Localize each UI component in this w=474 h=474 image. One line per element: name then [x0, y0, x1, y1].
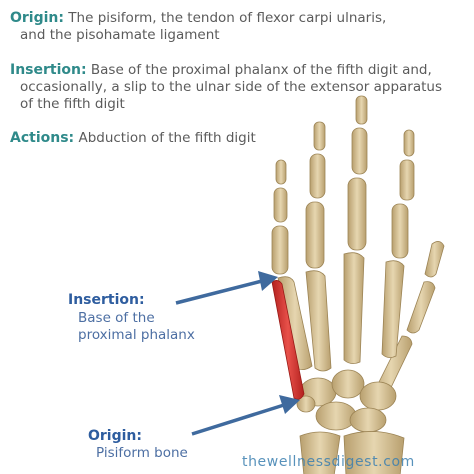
forearm-bones [299, 431, 405, 474]
origin-callout-label: Origin: [88, 428, 142, 444]
insertion-callout-line-2: proximal phalanx [78, 327, 195, 343]
carpal-bones [296, 369, 397, 433]
insertion-text-3: of the fifth digit [20, 96, 125, 112]
insertion-text-1: Base of the proximal phalanx of the fift… [90, 62, 432, 78]
insertion-text-2: occasionally, a slip to the ulnar side o… [20, 79, 442, 95]
actions-line: Actions: Abduction of the fifth digit [10, 130, 256, 147]
insertion-arrow [175, 271, 278, 305]
insertion-line: Insertion: Base of the proximal phalanx … [10, 62, 432, 79]
origin-callout-line-1: Pisiform bone [96, 445, 188, 461]
finger-bones [271, 95, 415, 372]
abductor-digiti-minimi-muscle [271, 280, 305, 400]
origin-text-1: The pisiform, the tendon of flexor carpi… [68, 10, 387, 26]
actions-text: Abduction of the fifth digit [78, 130, 256, 146]
origin-line: Origin: The pisiform, the tendon of flex… [10, 10, 386, 27]
origin-label: Origin: [10, 10, 64, 26]
pisiform-bone [296, 395, 316, 413]
insertion-label: Insertion: [10, 62, 87, 78]
origin-text-2: and the pisohamate ligament [20, 27, 220, 43]
insertion-callout-line-1: Base of the [78, 310, 155, 326]
origin-arrow [191, 395, 300, 436]
thumb-bones [369, 241, 445, 405]
insertion-callout-label: Insertion: [68, 292, 145, 308]
actions-label: Actions: [10, 130, 75, 146]
watermark-text: thewellnessdigest.com [242, 454, 415, 470]
